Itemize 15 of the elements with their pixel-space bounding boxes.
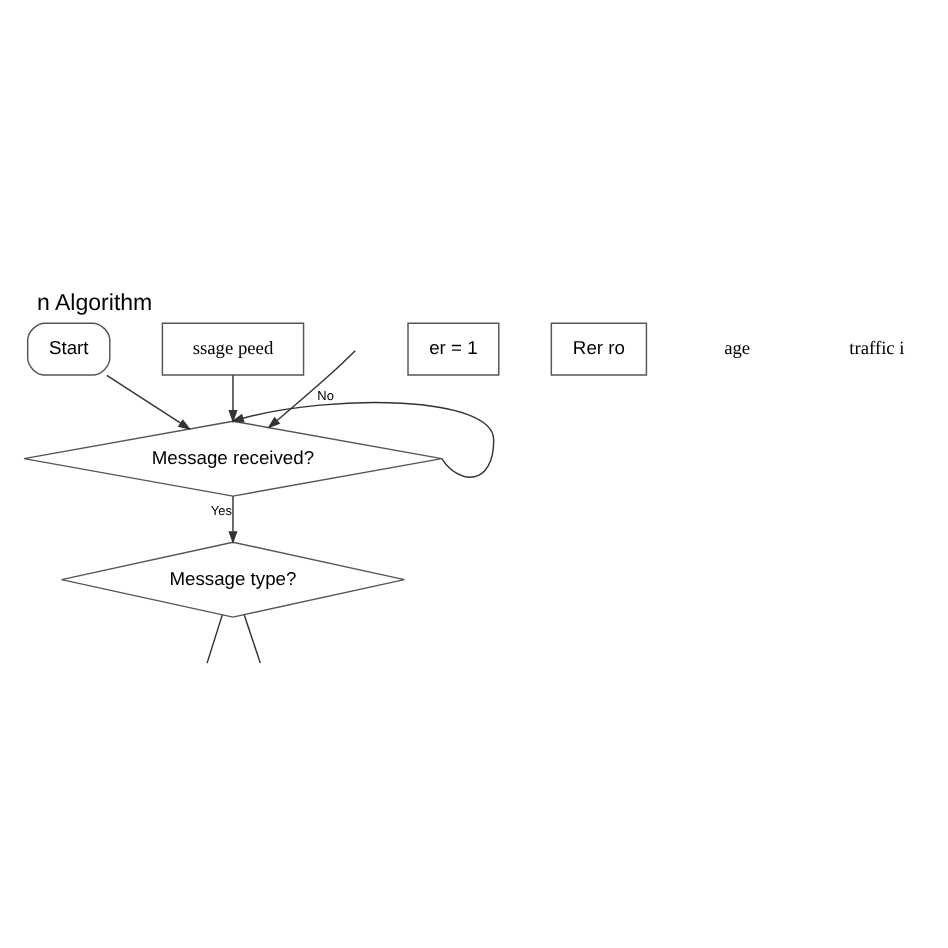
node-diamond: Message type?	[59, 540, 405, 617]
node-box: er = 1	[406, 321, 499, 375]
arrow	[227, 494, 237, 544]
connector	[242, 613, 261, 663]
connector	[205, 613, 222, 663]
label: traffic i	[848, 339, 904, 360]
node-box: ssage peed	[160, 321, 304, 375]
arrow	[266, 349, 355, 428]
arrow	[105, 373, 191, 430]
node-box: Rer ro	[549, 321, 647, 375]
diagram-title: n Algorithm	[36, 290, 152, 315]
arrow	[227, 373, 237, 423]
label: age	[723, 339, 750, 360]
node-box: Start	[25, 321, 110, 375]
arrow	[229, 400, 494, 477]
